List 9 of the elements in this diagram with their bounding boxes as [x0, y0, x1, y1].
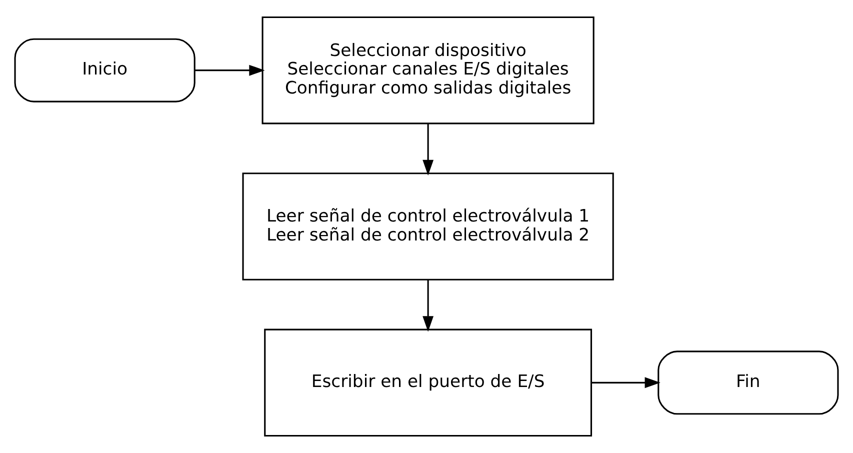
- node-box: Leer señal de control electroválvula 1 Leer señal de control electroválvula 2: [242, 172, 614, 280]
- node-box: Seleccionar dispositivo Seleccionar canales E/S digitales Configurar como salidas digitales: [262, 16, 594, 124]
- node-box: Inicio: [14, 38, 196, 102]
- node-box: Escribir en el puerto de E/S: [264, 328, 592, 437]
- arrow: [422, 280, 434, 332]
- arrow: [422, 124, 434, 176]
- arrow: [195, 64, 265, 76]
- arrow: [591, 377, 660, 388]
- node-box: Fin: [658, 350, 839, 415]
